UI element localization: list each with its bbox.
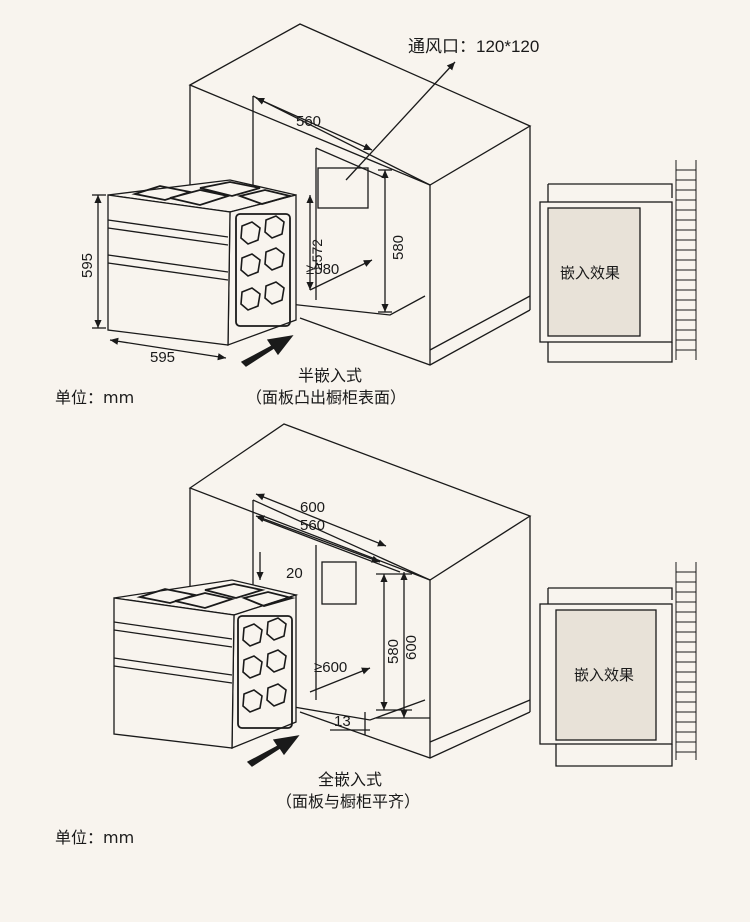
effect-view-1 <box>539 160 697 363</box>
vent-label-1: 通风口：120*120 <box>408 37 539 56</box>
mode-title-1: 半嵌入式 <box>298 366 363 385</box>
dim-600-label-2: 600 <box>300 499 325 516</box>
vent-opening-2 <box>321 561 357 605</box>
appliance-2 <box>113 579 299 749</box>
appliance-1 <box>107 179 297 346</box>
push-arrow-2 <box>246 735 300 767</box>
dim-595w-label-1: 595 <box>150 349 175 366</box>
dim-580-label-2: 580 <box>385 639 402 664</box>
diagram-1 <box>92 23 697 367</box>
dim-depth-line-2 <box>309 667 371 693</box>
dim-595h-label-1: 595 <box>79 253 96 278</box>
diagram-2 <box>113 423 697 767</box>
dim-560-line-1 <box>255 97 373 151</box>
dim-13-label-2: 13 <box>334 713 351 730</box>
vent-opening-1 <box>317 167 369 209</box>
effect-label-2: 嵌入效果 <box>574 667 634 684</box>
dim-20-label-2: 20 <box>286 565 303 582</box>
unit-note-1: 单位：mm <box>55 388 135 407</box>
push-arrow-1 <box>240 335 294 367</box>
dim-580-label-1: 580 <box>390 235 407 260</box>
mode-title-2: 全嵌入式 <box>318 770 383 789</box>
dim-572-label-1: ≥572 <box>309 239 325 270</box>
mode-subtitle-1: （面板凸出橱柜表面） <box>246 388 407 407</box>
dim-600-depth-label-2: ≥600 <box>314 659 347 676</box>
effect-label-1: 嵌入效果 <box>560 265 620 282</box>
vent-leader-1 <box>345 61 456 181</box>
effect-view-2 <box>539 562 697 767</box>
dim-560-line-2 <box>255 515 381 563</box>
dim-depth-line-1 <box>309 259 373 291</box>
dim-560-label-2: 560 <box>300 517 325 534</box>
dim-595w-line-1 <box>109 337 227 361</box>
dim-600v-label-2: 600 <box>403 635 420 660</box>
dim-580-depth-label-1: ≥580 <box>306 261 339 278</box>
unit-note-2: 单位：mm <box>55 828 135 847</box>
dim-560-label-1: 560 <box>296 113 321 130</box>
mode-subtitle-2: （面板与橱柜平齐） <box>276 792 421 811</box>
